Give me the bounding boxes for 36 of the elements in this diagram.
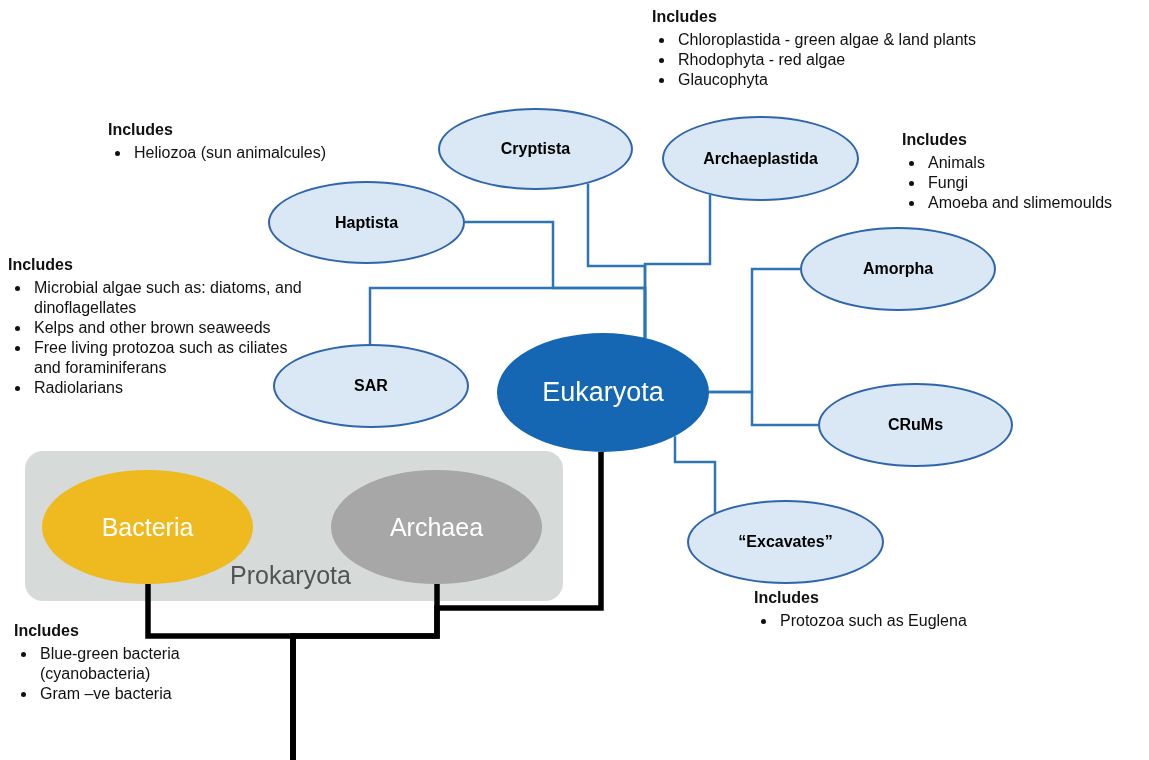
clade-label: SAR — [354, 377, 388, 395]
clade-label: Amorpha — [862, 260, 934, 278]
tree-branch-line — [709, 390, 818, 427]
list-item: Radiolarians — [34, 379, 123, 396]
group-label: Prokaryota — [230, 561, 351, 590]
list-item: Animals — [928, 154, 985, 171]
list-heading: Includes — [754, 589, 820, 607]
list-heading: Includes — [902, 131, 968, 149]
tree-branch-line — [290, 452, 604, 760]
list-heading: Includes — [14, 622, 80, 640]
group-panel — [25, 451, 563, 601]
list-item: Free living protozoa such as ciliates and foraminiferans — [34, 339, 288, 376]
list-heading: Includes — [8, 256, 74, 274]
list-item: Fungi — [928, 174, 969, 191]
list-item: Microbial algae such as: diatoms, and dinoflagellates — [34, 279, 302, 316]
list-heading: Includes — [652, 8, 718, 26]
list-heading: Includes — [108, 121, 174, 139]
clade-label: Archaeplastida — [703, 149, 818, 168]
tree-branch-line — [368, 286, 647, 344]
list-item: Rhodophyta - red algae — [678, 51, 846, 68]
list-item: Heliozoa (sun animalcules) — [134, 144, 327, 161]
list-item: Blue-green bacteria (cyanobacteria) — [40, 645, 180, 682]
list-item: Amoeba and slimemoulds — [928, 194, 1113, 211]
clade-label: Haptista — [334, 213, 399, 232]
clade-label: Archaea — [389, 512, 484, 542]
clade-label: Cryptista — [500, 140, 571, 158]
list-item: Chloroplastida - green algae & land plants — [678, 31, 976, 48]
tree-branch-line — [673, 436, 717, 513]
list-item: Gram –ve bacteria — [40, 685, 172, 702]
clade-label: Bacteria — [101, 512, 194, 542]
clade-label: “Excavates” — [738, 533, 833, 551]
clade-label: CRuMs — [887, 416, 944, 434]
list-item: Protozoa such as Euglena — [780, 612, 967, 629]
list-item: Kelps and other brown seaweeds — [34, 319, 271, 336]
list-item: Glaucophyta — [678, 71, 768, 88]
clade-label: Eukaryota — [542, 377, 664, 408]
